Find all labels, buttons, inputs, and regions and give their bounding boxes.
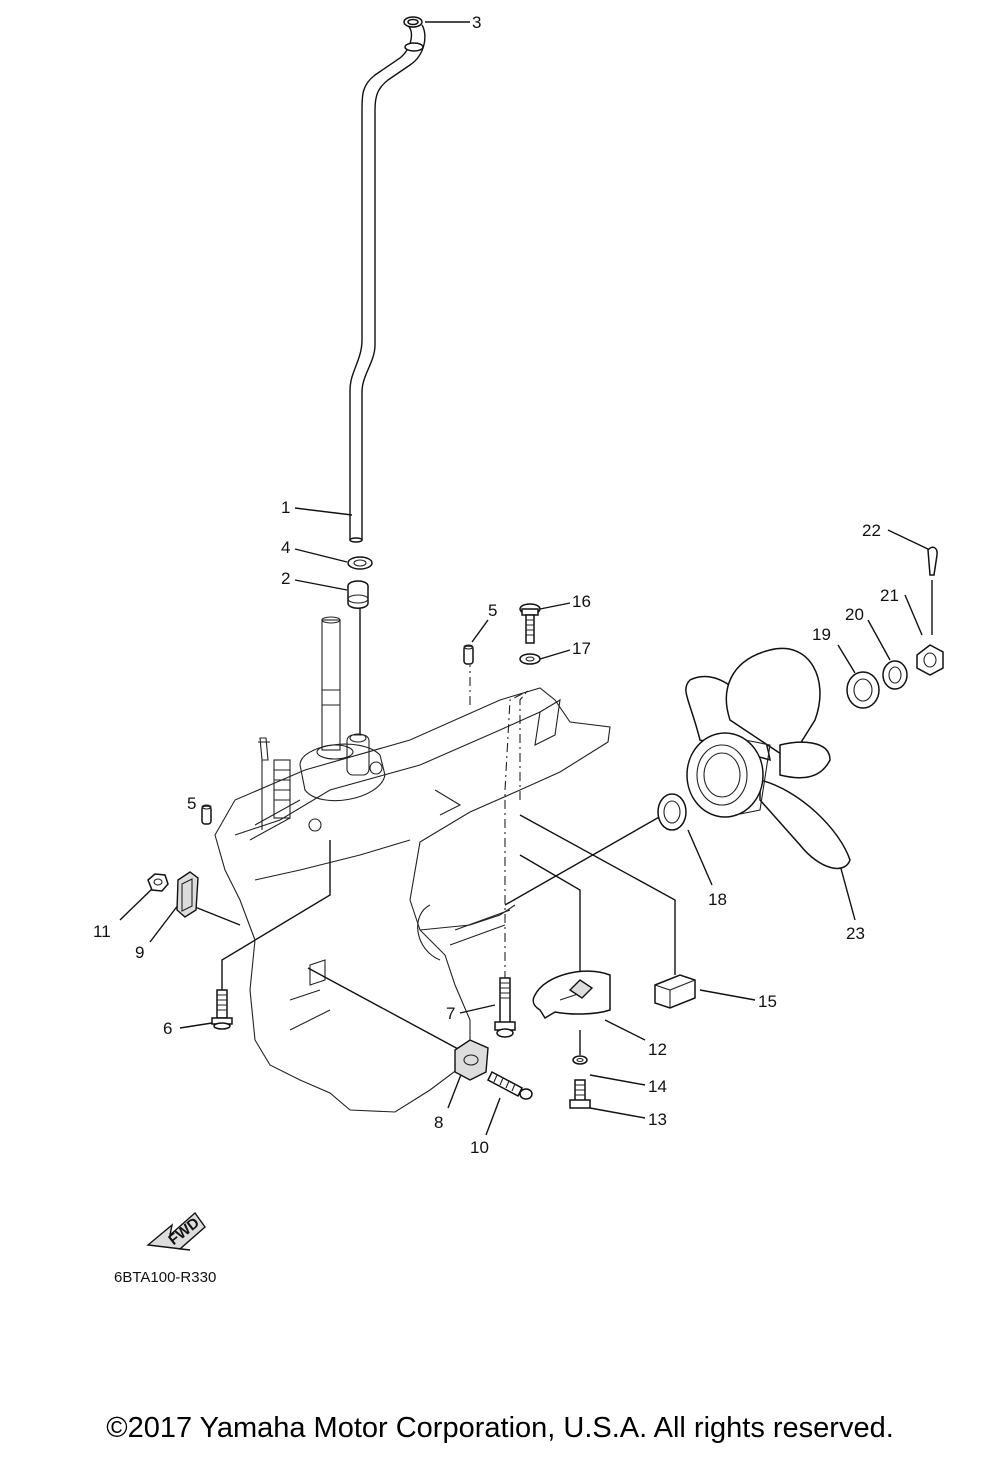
spacer-20 xyxy=(882,660,908,690)
callout-19: 19 xyxy=(812,625,831,644)
diagram-code: 6BTA100-R330 xyxy=(114,1269,216,1286)
dowel-pin-5a xyxy=(463,644,474,665)
rubber-grommet-9 xyxy=(176,871,199,918)
callout-20: 20 xyxy=(845,605,864,624)
o-ring-3 xyxy=(403,16,423,28)
callout-22: 22 xyxy=(862,521,881,540)
leader-lines xyxy=(119,21,933,1136)
callout-16: 16 xyxy=(572,592,591,611)
propeller-23 xyxy=(685,647,851,870)
callout-3: 3 xyxy=(472,13,481,32)
callout-13: 13 xyxy=(648,1110,667,1129)
cotter-pin-22 xyxy=(927,546,938,576)
callout-21: 21 xyxy=(880,586,899,605)
callout-2: 2 xyxy=(281,569,290,588)
callout-5-left: 5 xyxy=(187,794,196,813)
bolt-10 xyxy=(487,1070,533,1100)
callout-5-top: 5 xyxy=(488,601,497,620)
washer-14 xyxy=(572,1055,588,1065)
forward-arrow-icon: FWD xyxy=(146,1211,206,1251)
castle-nut-21 xyxy=(916,644,944,676)
lower-casing xyxy=(214,687,611,1113)
callout-23: 23 xyxy=(846,924,865,943)
pipe-top-end xyxy=(404,42,424,52)
seal-4 xyxy=(347,556,373,570)
callout-17: 17 xyxy=(572,639,591,658)
callout-14: 14 xyxy=(648,1077,667,1096)
bolt-13 xyxy=(569,1079,591,1109)
callout-12: 12 xyxy=(648,1040,667,1059)
callout-18: 18 xyxy=(708,890,727,909)
callout-8: 8 xyxy=(434,1113,443,1132)
callout-4: 4 xyxy=(281,538,290,557)
spacer-18 xyxy=(657,793,687,831)
grommet-2 xyxy=(347,580,369,609)
water-pipe xyxy=(349,24,426,543)
callout-10: 10 xyxy=(470,1138,489,1157)
washer-17 xyxy=(519,653,541,665)
callout-9: 9 xyxy=(135,943,144,962)
bolt-6 xyxy=(211,989,233,1030)
nut-11 xyxy=(147,873,169,892)
dowel-pin-5b xyxy=(201,804,212,825)
copyright-notice: ©2017 Yamaha Motor Corporation, U.S.A. A… xyxy=(106,1412,894,1444)
bolt-7 xyxy=(494,977,516,1038)
anode-8 xyxy=(454,1039,489,1081)
callout-1: 1 xyxy=(281,498,290,517)
bolt-16 xyxy=(519,603,541,644)
washer-19 xyxy=(846,671,880,709)
callout-11: 11 xyxy=(93,922,111,941)
callout-6: 6 xyxy=(163,1019,172,1038)
trim-tab-12 xyxy=(532,970,611,1020)
callout-15: 15 xyxy=(758,992,777,1011)
drive-shaft-assembly xyxy=(249,616,386,841)
anode-15 xyxy=(654,974,696,1009)
callout-7: 7 xyxy=(446,1004,455,1023)
